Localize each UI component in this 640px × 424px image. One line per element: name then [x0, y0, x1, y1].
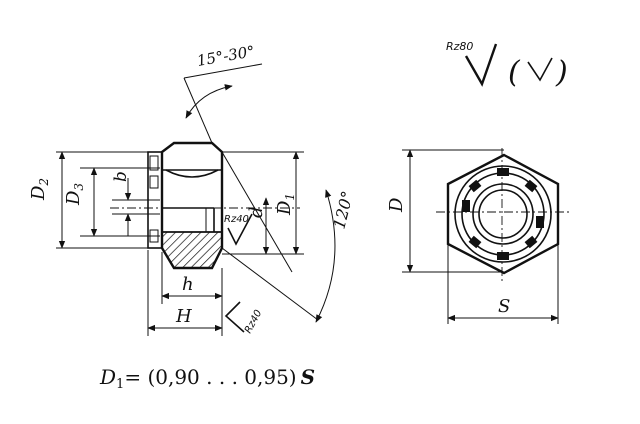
roughness-rz40-inner: Rz40	[224, 213, 253, 246]
svg-text:D1= (0,90 . . . 0,95)S: D1= (0,90 . . . 0,95)S	[99, 365, 315, 392]
d1-label: D1	[274, 193, 297, 216]
dimension-b: b	[111, 171, 160, 236]
paren-open: (	[508, 55, 521, 90]
S-label: S	[498, 296, 510, 317]
formula: D1= (0,90 . . . 0,95)S	[99, 365, 315, 392]
check-mark-icon	[527, 57, 553, 82]
collar-slots	[462, 168, 544, 260]
D-label: D	[386, 197, 407, 213]
dimension-D: D	[386, 149, 504, 273]
d-label: d	[246, 206, 267, 218]
formula-rhs: = (0,90 . . . 0,95)	[124, 365, 296, 389]
paren-close: )	[555, 55, 568, 90]
dimension-d3: D3	[63, 167, 160, 237]
formula-var: S	[301, 365, 315, 389]
rz40-outer-label: Rz40	[243, 308, 264, 335]
d2-label: D2	[28, 178, 51, 201]
dimension-d: d	[222, 151, 304, 255]
side-view: D2 D3 b	[28, 42, 357, 336]
top-view: D S Rz80 ( )	[386, 40, 572, 324]
dimension-S: S	[447, 244, 559, 324]
H-label: H	[175, 306, 192, 327]
dimension-d2: D2	[28, 151, 162, 249]
dimension-H: H	[147, 250, 223, 336]
dimension-h: h	[161, 252, 223, 336]
rz40-inner-label: Rz40	[224, 214, 249, 225]
d3-label: D3	[63, 183, 86, 206]
angle-120-label: 120°	[329, 189, 357, 231]
formula-lhs: D	[99, 365, 116, 389]
nut-hex-body	[160, 141, 224, 270]
dimension-d1: D1	[274, 151, 300, 255]
formula-lhs-sub: 1	[116, 377, 124, 392]
b-label: b	[111, 171, 131, 182]
roughness-rz80: Rz80 ( )	[446, 40, 568, 90]
h-label: h	[182, 274, 194, 295]
roughness-rz40-outer: Rz40	[224, 301, 264, 335]
angle-15-30-label: 15°-30°	[196, 42, 256, 70]
rz80-label: Rz80	[446, 40, 473, 53]
